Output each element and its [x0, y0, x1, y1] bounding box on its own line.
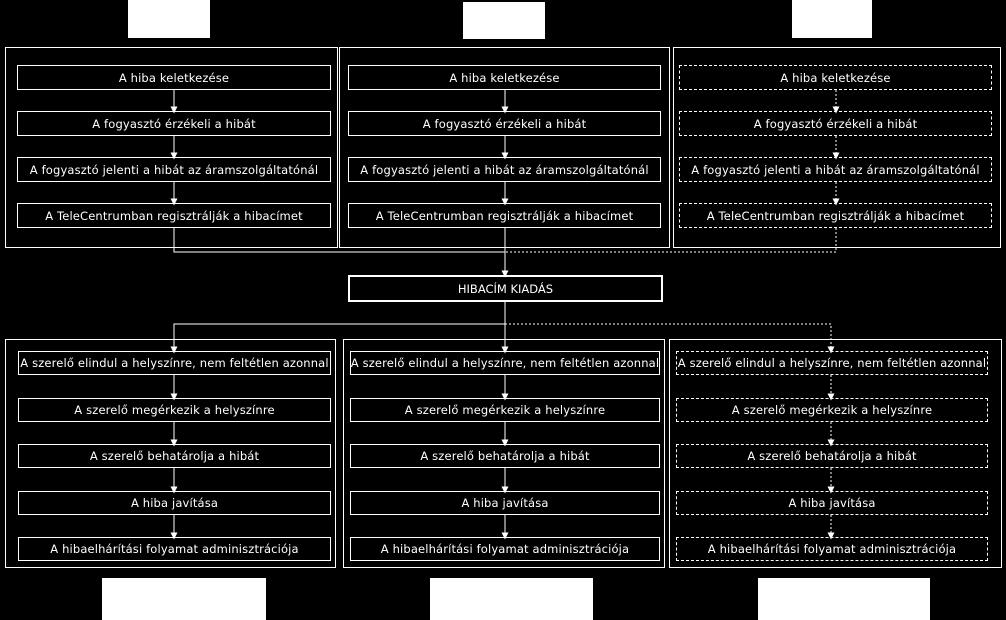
bottom-panel-1 — [5, 339, 336, 568]
top-step-error-occurs: A hiba keletkezése — [348, 65, 661, 90]
top-step-consumer-notices: A fogyasztó érzékeli a hibát — [17, 111, 331, 136]
top-label-box-2 — [463, 2, 545, 39]
merge-line — [505, 228, 837, 253]
bottom-panel-2 — [343, 339, 665, 568]
bottom-step-arrives: A szerelő megérkezik a helyszínre — [676, 398, 988, 422]
split-line — [505, 323, 835, 354]
bottom-step-localizes: A szerelő behatárolja a hibát — [350, 444, 660, 468]
bottom-panel-3 — [669, 339, 1002, 568]
bottom-step-departs: A szerelő elindul a helyszínre, nem felt… — [350, 351, 660, 375]
bottom-step-localizes: A szerelő behatárolja a hibát — [18, 444, 331, 468]
bottom-step-repair: A hiba javítása — [676, 491, 988, 515]
top-step-error-occurs: A hiba keletkezése — [17, 65, 331, 90]
top-step-consumer-reports: A fogyasztó jelenti a hibát az áramszolg… — [17, 157, 331, 182]
top-label-box-3 — [792, 0, 872, 38]
bottom-step-repair: A hiba javítása — [18, 491, 331, 515]
bottom-label-box-2 — [430, 578, 593, 620]
top-step-registered: A TeleCentrumban regisztrálják a hibacím… — [679, 203, 992, 228]
bottom-label-box-3 — [758, 578, 930, 620]
bottom-step-localizes: A szerelő behatárolja a hibát — [676, 444, 988, 468]
top-panel-1 — [5, 47, 338, 248]
bottom-step-administration: A hibaelhárítási folyamat adminisztráció… — [18, 537, 331, 561]
merge-line — [173, 228, 505, 253]
top-step-registered: A TeleCentrumban regisztrálják a hibacím… — [348, 203, 661, 228]
bottom-step-administration: A hibaelhárítási folyamat adminisztráció… — [350, 537, 660, 561]
bottom-step-arrives: A szerelő megérkezik a helyszínre — [350, 398, 660, 422]
top-label-box-1 — [128, 0, 210, 38]
top-step-consumer-notices: A fogyasztó érzékeli a hibát — [348, 111, 661, 136]
top-step-registered: A TeleCentrumban regisztrálják a hibacím… — [17, 203, 331, 228]
top-step-error-occurs: A hiba keletkezése — [679, 65, 992, 90]
bottom-label-box-1 — [102, 578, 266, 620]
top-step-consumer-reports: A fogyasztó jelenti a hibát az áramszolg… — [679, 157, 992, 182]
split-line — [170, 323, 505, 354]
top-panel-3 — [673, 47, 1001, 248]
